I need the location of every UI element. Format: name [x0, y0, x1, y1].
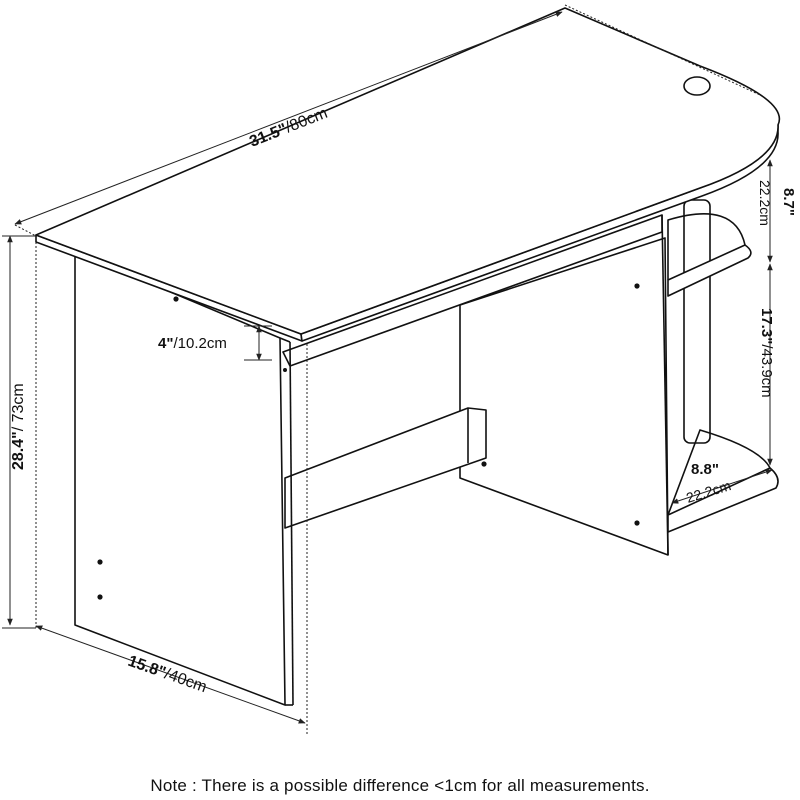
desk-drawing: 31.5"/80cm 4"/10.2cm 28.4"/ 73cm 15.8"/4…	[2, 4, 797, 735]
top-height-label: 4"/10.2cm	[158, 335, 227, 352]
shelf-top-spacing-metric: 22.2cm	[757, 180, 773, 226]
shelf-depth-imperial: 8.8"	[691, 461, 719, 478]
middle-shelf	[667, 244, 752, 297]
shelf-spacing-label: 17.3"/43.9cm	[758, 308, 775, 398]
screw-holes	[97, 283, 640, 600]
shelf-top-spacing-imperial: 8.7"	[780, 188, 797, 216]
shelf-post	[683, 199, 711, 444]
grommet-hole	[683, 76, 711, 96]
height-label: 28.4"/ 73cm	[10, 383, 27, 470]
dimension-lines	[2, 4, 773, 735]
stretcher-bar	[284, 407, 487, 529]
desk-linework	[35, 7, 781, 706]
bottom-shelf	[667, 467, 779, 533]
measurement-note: Note : There is a possible difference <1…	[150, 776, 650, 795]
